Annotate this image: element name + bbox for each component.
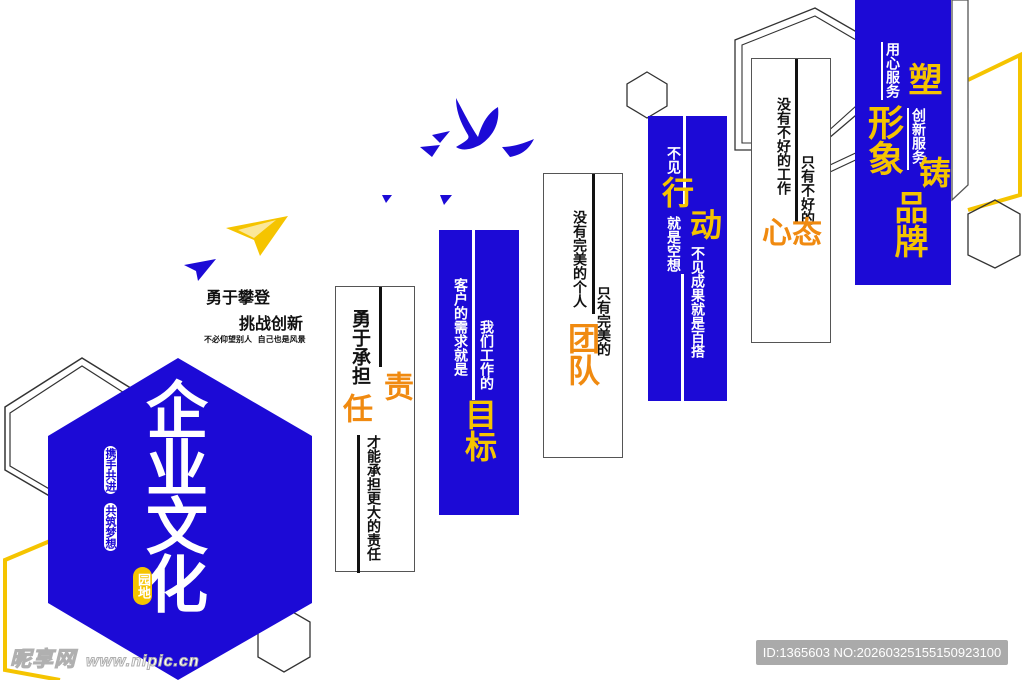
panel-responsibility-text-a: 勇于承担 bbox=[349, 309, 371, 385]
panel-goal-keyword: 目标 bbox=[460, 398, 498, 462]
paper-plane-yellow-icon bbox=[226, 216, 288, 256]
intro-line-2: 挑战创新 bbox=[239, 314, 304, 333]
panel-responsibility-keyword-1: 责 bbox=[378, 371, 413, 401]
panel-action: 不见 行 动 就是空想 不见成果就是百搭 bbox=[648, 116, 727, 401]
hero-motto-1: 携手共进 bbox=[104, 446, 117, 494]
paper-plane-blue-icon bbox=[184, 259, 216, 281]
panel-goal-text-a: 客户的需求就是 bbox=[452, 278, 468, 376]
panel-action-keyword-2: 动 bbox=[685, 208, 723, 240]
panel-action-keyword-1: 行 bbox=[657, 176, 695, 208]
panel-goal-text-b: 我们工作的 bbox=[478, 320, 494, 390]
panel-brand-text-b: 创新服务 bbox=[910, 108, 926, 164]
hero-badge: 园地 bbox=[133, 567, 152, 605]
panel-team: 没有完美的个人 只有完美的 团队 bbox=[543, 173, 623, 458]
panel-attitude: 没有不好的工作 只有不好的 心态 bbox=[751, 58, 831, 343]
panel-attitude-text-b: 只有不好的 bbox=[799, 155, 815, 225]
hero-motto-2: 共筑梦想 bbox=[104, 503, 117, 551]
panel-goal: 客户的需求就是 我们工作的 目标 bbox=[439, 230, 519, 515]
panel-team-text-b: 只有完美的 bbox=[595, 286, 611, 356]
panel-attitude-keyword: 心态 bbox=[762, 216, 822, 251]
panel-brand-keyword-3: 铸 bbox=[914, 156, 952, 188]
panel-brand-keyword-2: 形象 bbox=[862, 104, 904, 176]
panel-brand: 用心服务 塑 形象 创新服务 铸 品牌 bbox=[855, 0, 952, 285]
panel-attitude-text-a: 没有不好的工作 bbox=[775, 97, 791, 195]
panel-responsibility-text-b: 才能承担更大的责任 bbox=[365, 435, 381, 561]
panel-responsibility-keyword-2: 任 bbox=[337, 393, 372, 423]
panel-brand-text-a: 用心服务 bbox=[884, 42, 900, 98]
panel-brand-keyword-1: 塑 bbox=[902, 62, 942, 96]
intro-line-1: 勇于攀登 bbox=[206, 288, 271, 307]
panel-responsibility: 勇于承担 责 任 才能承担更大的责任 bbox=[335, 286, 415, 573]
panel-action-text-b: 就是空想 bbox=[665, 216, 681, 272]
intro-line-3: 不必仰望别人 自己也是风景 bbox=[204, 335, 306, 344]
panel-team-text-a: 没有完美的个人 bbox=[571, 210, 587, 308]
panel-team-keyword: 团队 bbox=[563, 322, 601, 386]
doves-icon bbox=[382, 98, 534, 205]
image-id-badge: ID:1365603 NO:20260325155150923100 bbox=[756, 640, 1008, 665]
panel-brand-keyword-4: 品牌 bbox=[888, 190, 928, 258]
panel-action-text-c: 不见成果就是百搭 bbox=[689, 246, 705, 358]
panel-action-text-a: 不见 bbox=[665, 146, 681, 174]
